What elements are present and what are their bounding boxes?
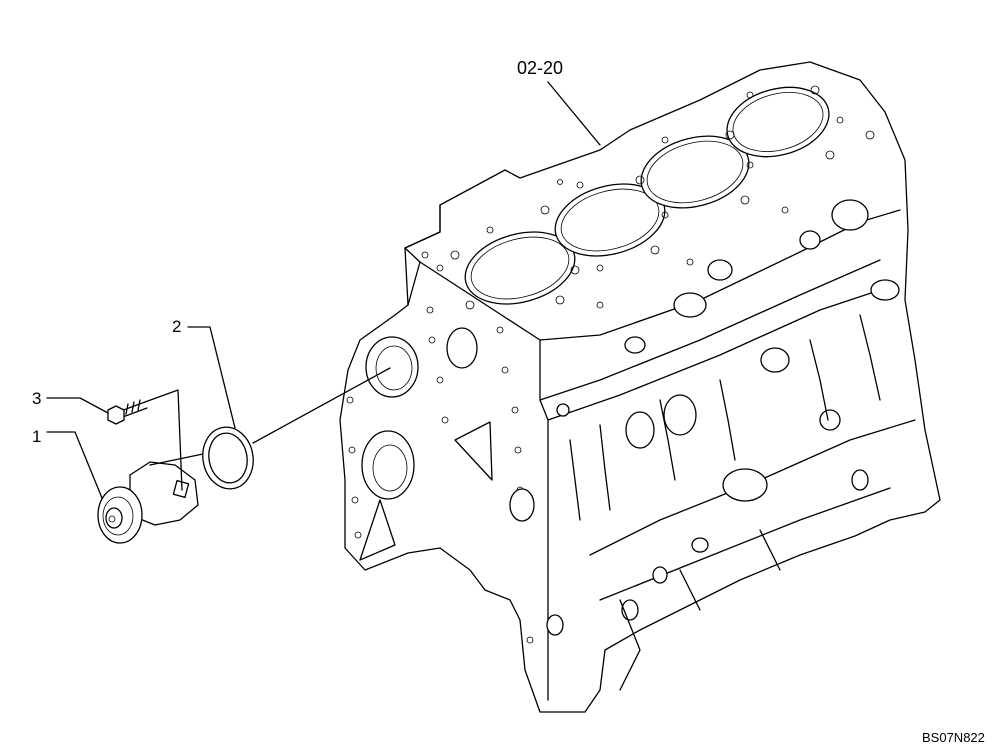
cylinder-bore-4 bbox=[726, 86, 830, 158]
bolt-head bbox=[107, 405, 125, 425]
callout-water-pump: 1 bbox=[32, 427, 42, 446]
drawing-code: BS07N822 bbox=[922, 730, 985, 745]
cylinder-bore-3-inner bbox=[646, 140, 744, 204]
engine-block bbox=[339, 61, 941, 713]
camshaft-bore bbox=[446, 327, 478, 369]
front-lower-pocket bbox=[359, 499, 396, 561]
cylinder-bore-1 bbox=[464, 231, 576, 305]
front-face-holes bbox=[346, 306, 534, 644]
crankcase-ribs bbox=[569, 314, 881, 691]
bolt-shank bbox=[117, 399, 148, 419]
lower-front-hole bbox=[509, 488, 535, 522]
side-lower-rail bbox=[599, 487, 891, 601]
front-face-edge bbox=[407, 261, 421, 306]
water-pump-port bbox=[365, 336, 419, 398]
front-triangle-pocket bbox=[454, 421, 493, 481]
leader-lines bbox=[46, 81, 601, 499]
leader-1 bbox=[46, 431, 103, 499]
water-pump-flange-tab bbox=[172, 480, 190, 498]
side-mid-rail bbox=[547, 284, 896, 421]
assembly-line-bolt bbox=[144, 389, 183, 491]
cylinder-bores bbox=[464, 86, 830, 305]
bolt bbox=[107, 399, 148, 425]
crank-opening bbox=[361, 430, 415, 500]
callout-o-ring: 2 bbox=[172, 317, 182, 336]
leader-02-20 bbox=[547, 81, 601, 146]
callout-bolt: 3 bbox=[32, 389, 42, 408]
leader-2 bbox=[187, 326, 236, 429]
water-pump-pulley-groove bbox=[102, 496, 134, 536]
cylinder-bore-2-inner bbox=[560, 188, 660, 252]
assembly-line-pump-to-ring bbox=[149, 453, 204, 466]
leader-3 bbox=[46, 397, 109, 414]
o-ring-inner bbox=[208, 432, 248, 484]
o-ring bbox=[202, 426, 254, 490]
water-pump-port-inner bbox=[375, 345, 413, 391]
o-ring-outer bbox=[202, 426, 254, 490]
water-pump-hub bbox=[105, 507, 123, 529]
assembly-line-ring-to-block bbox=[252, 367, 391, 444]
deck-side-edge bbox=[539, 339, 549, 701]
callout-engine-block: 02-20 bbox=[517, 58, 564, 78]
cylinder-bore-1-inner bbox=[470, 236, 570, 300]
side-upper-rail bbox=[539, 259, 881, 401]
front-top-tab bbox=[404, 204, 441, 249]
side-features bbox=[546, 199, 900, 636]
water-pump bbox=[97, 461, 199, 544]
cylinder-bore-3 bbox=[640, 135, 750, 209]
crank-opening-inner bbox=[372, 444, 408, 492]
head-bolt-holes bbox=[421, 85, 875, 310]
water-pump-shaft bbox=[108, 515, 116, 523]
